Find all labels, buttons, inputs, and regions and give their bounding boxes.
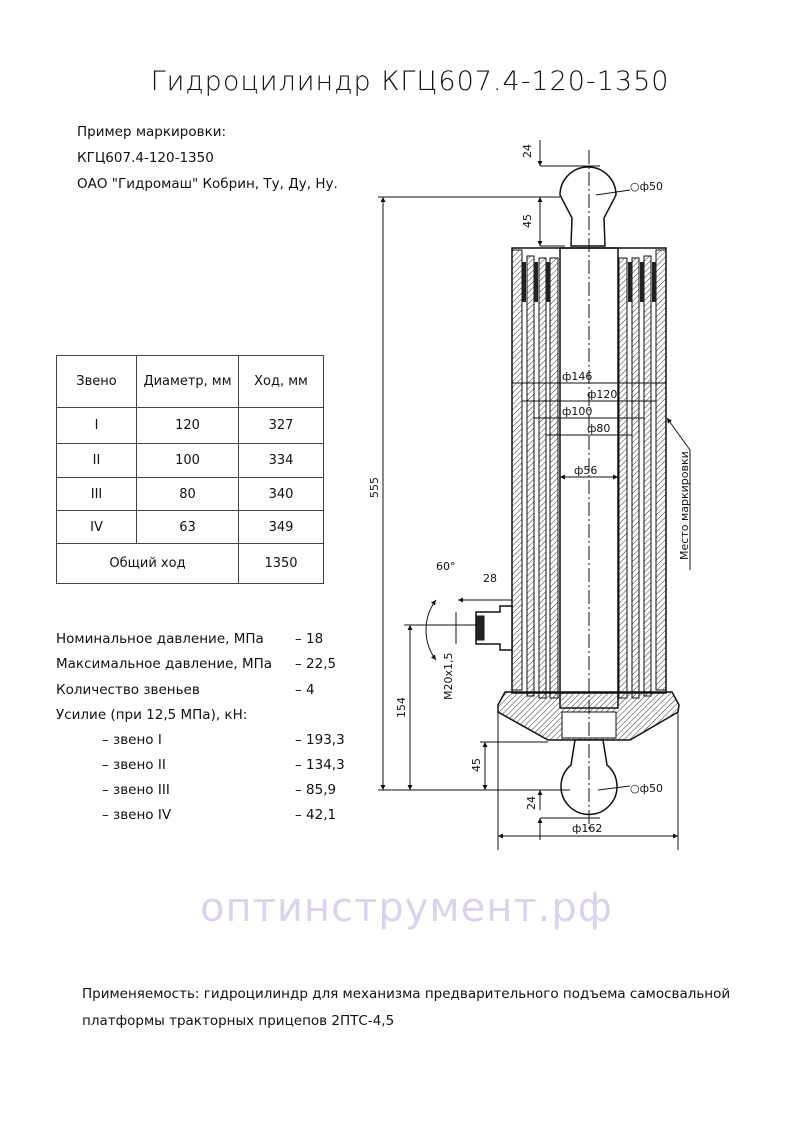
spec-label: Усилие (при 12,5 МПа), кН: bbox=[56, 707, 248, 723]
marking-maker: ОАО "Гидромаш" Кобрин, Ту, Ду, Ну. bbox=[77, 176, 338, 192]
links-table: Звено Диаметр, мм Ход, мм I 120 327 II 1… bbox=[56, 355, 324, 584]
applicability-line1: Применяемость: гидроцилиндр для механизм… bbox=[82, 986, 731, 1002]
port-fitting bbox=[475, 605, 513, 651]
spec-value: – 85,9 bbox=[295, 782, 337, 798]
table-row: II 100 334 bbox=[56, 443, 324, 478]
dim-bottom-24: 24 bbox=[525, 796, 538, 810]
spec-label: – звено II bbox=[102, 757, 166, 773]
cell-stroke: 334 bbox=[238, 443, 324, 478]
dim-port-height: 154 bbox=[395, 697, 408, 718]
marking-place-label: Место маркировки bbox=[678, 451, 691, 560]
outer-wall-left bbox=[511, 249, 523, 691]
watermark: оптинструмент.рф bbox=[200, 885, 613, 931]
dim-top-24: 24 bbox=[521, 144, 534, 158]
header-diameter: Диаметр, мм bbox=[136, 355, 239, 408]
cell-link: II bbox=[56, 443, 137, 478]
spec-label: Номинальное давление, МПа bbox=[56, 631, 264, 647]
spec-label: Количество звеньев bbox=[56, 682, 200, 698]
cell-stroke: 340 bbox=[238, 477, 324, 511]
marking-heading: Пример маркировки: bbox=[77, 124, 227, 140]
spec-value: – 22,5 bbox=[295, 656, 337, 672]
cell-link: I bbox=[56, 407, 137, 444]
table-row: IV 63 349 bbox=[56, 510, 324, 544]
dim-thread: М20х1,5 bbox=[442, 653, 455, 701]
marking-leader-line bbox=[666, 417, 691, 570]
dim-port-len: 28 bbox=[483, 572, 497, 585]
dim-d120: ф120 bbox=[587, 388, 617, 401]
cell-diameter: 120 bbox=[136, 407, 239, 444]
spec-label: – звено I bbox=[102, 732, 162, 748]
dim-ball-top: ○ф50 bbox=[630, 180, 663, 193]
applicability-line2: платформы тракторных прицепов 2ПТС-4,5 bbox=[82, 1013, 395, 1029]
dim-overall: 555 bbox=[368, 477, 381, 498]
spec-value: – 193,3 bbox=[295, 732, 345, 748]
header-stroke: Ход, мм bbox=[238, 355, 324, 408]
outer-wall-right bbox=[655, 249, 667, 691]
dim-top-45: 45 bbox=[521, 214, 534, 228]
total-label: Общий ход bbox=[56, 543, 239, 584]
spec-label: – звено IV bbox=[102, 807, 172, 823]
page-title: Гидроцилиндр КГЦ607.4-120-1350 bbox=[150, 66, 670, 97]
total-value: 1350 bbox=[238, 543, 324, 584]
dim-angle: 60° bbox=[436, 560, 456, 573]
spec-label: – звено III bbox=[102, 782, 170, 798]
header-link: Звено bbox=[56, 355, 137, 408]
dim-ball-bottom: ○ф50 bbox=[630, 782, 663, 795]
cell-stroke: 327 bbox=[238, 407, 324, 444]
table-header-row: Звено Диаметр, мм Ход, мм bbox=[56, 355, 324, 408]
dim-d162: ф162 bbox=[572, 822, 602, 835]
table-row: I 120 327 bbox=[56, 407, 324, 444]
dim-d146: ф146 bbox=[562, 370, 592, 383]
table-total-row: Общий ход 1350 bbox=[56, 543, 324, 584]
spec-value: – 18 bbox=[295, 631, 324, 647]
spec-value: – 134,3 bbox=[295, 757, 345, 773]
spec-label: Максимальное давление, МПа bbox=[56, 656, 273, 672]
top-ball-joint bbox=[559, 166, 617, 247]
dim-d100: ф100 bbox=[562, 405, 592, 418]
dim-d56: ф56 bbox=[574, 464, 597, 477]
spec-value: – 42,1 bbox=[295, 807, 337, 823]
spec-value: – 4 bbox=[295, 682, 315, 698]
marking-code: КГЦ607.4-120-1350 bbox=[77, 150, 214, 166]
dim-bottom-45: 45 bbox=[470, 758, 483, 772]
dim-d80: ф80 bbox=[587, 422, 610, 435]
